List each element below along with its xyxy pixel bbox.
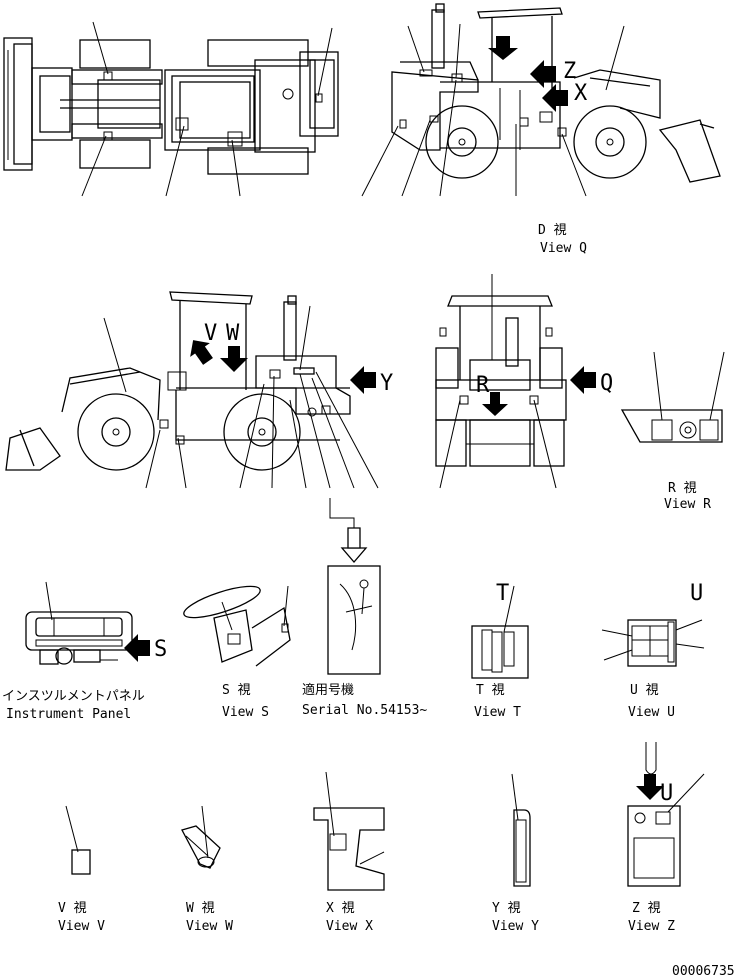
view-w-detail: W 視 View W: [181, 805, 233, 934]
caption-view-u-en: View U: [628, 705, 675, 720]
view-letter-v: V: [204, 321, 217, 346]
left-side-view: V W Y: [5, 291, 393, 489]
instrument-panel-detail: S インスツルメントパネル Instrument Panel: [2, 581, 167, 722]
caption-view-r-en: View R: [664, 497, 711, 512]
view-s-detail: S 視 View S: [183, 585, 291, 720]
view-v-detail: V 視 View V: [58, 805, 105, 934]
caption-view-v-jp: V 視: [58, 901, 87, 916]
top-plan-view: [3, 21, 339, 197]
rear-view: R Q: [435, 274, 613, 489]
caption-instrument-panel-en: Instrument Panel: [6, 707, 131, 722]
view-u-detail: U 視 View U: [601, 619, 705, 720]
serial-detail: 適用号機 Serial No.54153~: [302, 565, 427, 718]
view-letter-s: S: [154, 637, 167, 662]
caption-instrument-panel-jp: インスツルメントパネル: [2, 689, 145, 704]
caption-view-t-jp: T 視: [476, 683, 505, 698]
view-letter-u-marker: U: [690, 581, 703, 606]
caption-view-z-en: View Z: [628, 919, 675, 934]
caption-view-q-jp: D 視: [538, 223, 567, 238]
view-letter-q: Q: [600, 371, 613, 396]
caption-view-x-jp: X 視: [326, 901, 355, 916]
caption-view-z-jp: Z 視: [632, 901, 661, 916]
view-letter-u: U: [660, 781, 673, 806]
caption-view-x-en: View X: [326, 919, 373, 934]
view-y-detail: Y 視 View Y: [492, 773, 539, 934]
drawing-number: 00006735: [672, 964, 735, 979]
caption-serial-jp: 適用号機: [302, 682, 354, 698]
caption-view-q-en: View Q: [540, 241, 587, 256]
view-t-detail: T 視 View T: [471, 585, 529, 720]
view-r-detail: R 視 View R: [620, 351, 725, 512]
caption-view-v-en: View V: [58, 919, 105, 934]
view-x-detail: X 視 View X: [313, 771, 385, 934]
caption-view-w-en: View W: [186, 919, 233, 934]
view-letter-r: R: [476, 373, 490, 398]
caption-view-s-jp: S 視: [222, 683, 251, 698]
view-letter-t: T: [496, 581, 509, 606]
right-side-view: Z X D 視 View Q: [361, 3, 721, 256]
caption-view-u-jp: U 視: [630, 683, 659, 698]
view-letter-z: Z: [563, 59, 576, 84]
view-z-detail: U Z 視 View Z: [627, 742, 705, 934]
view-letter-w: W: [226, 321, 240, 346]
caption-serial-en: Serial No.54153~: [302, 703, 427, 718]
caption-view-s-en: View S: [222, 705, 269, 720]
caption-view-y-jp: Y 視: [492, 901, 521, 916]
caption-view-r-jp: R 視: [668, 481, 697, 496]
view-letter-y: Y: [380, 371, 393, 396]
serial-pointer-arrow: [329, 498, 368, 563]
view-letter-x: X: [574, 81, 588, 106]
caption-view-w-jp: W 視: [186, 901, 215, 916]
caption-view-y-en: View Y: [492, 919, 539, 934]
caption-view-t-en: View T: [474, 705, 521, 720]
